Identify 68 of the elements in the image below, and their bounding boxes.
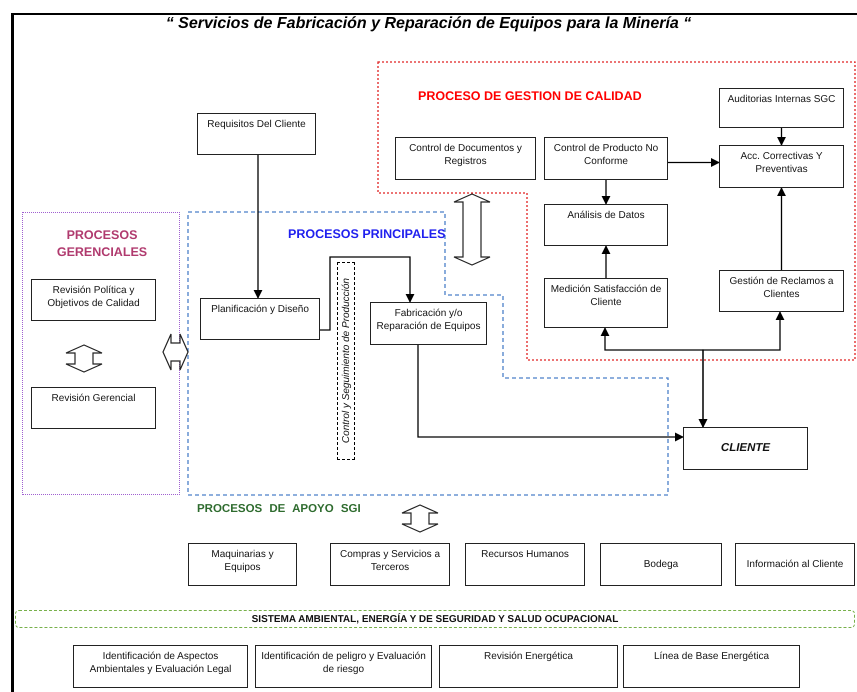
process-group-area: [22, 212, 180, 495]
system-band: [15, 610, 855, 628]
process-box: [735, 543, 855, 586]
process-box: [31, 387, 156, 429]
process-box: [188, 543, 297, 586]
arrow: [668, 158, 720, 167]
band-label: SISTEMA AMBIENTAL, ENERGÍA Y DE SEGURIDAD Y SALUD OCUPACIONAL: [252, 612, 618, 626]
process-box: [439, 645, 618, 688]
process-box: [73, 645, 248, 688]
process-box: [395, 137, 536, 180]
box-label: Recursos Humanos: [481, 548, 569, 561]
box-label: Fabricación y/o Reparación de Equipos: [376, 307, 482, 333]
arrow: [602, 180, 610, 205]
box-label: Identificación de peligro y Evaluación de riesgo: [260, 650, 427, 676]
process-box: [544, 204, 668, 246]
box-label: Análisis de Datos: [567, 209, 645, 222]
process-box: [600, 543, 722, 586]
process-box: [465, 543, 585, 586]
double-block-arrow: [65, 344, 103, 373]
process-box: [337, 262, 355, 460]
box-label: Requisitos Del Cliente: [207, 118, 306, 131]
arrow: [777, 187, 786, 270]
group-heading: PROCESOS PRINCIPALES: [288, 226, 446, 243]
box-label: Revisión Energética: [484, 650, 573, 663]
process-box: [197, 113, 316, 155]
process-box: [255, 645, 432, 688]
box-label: Revisión Política y Objetivos de Calidad: [46, 284, 141, 310]
process-box: [719, 270, 844, 312]
process-box: [330, 543, 450, 586]
box-label: Bodega: [644, 558, 678, 571]
process-box: [719, 88, 844, 128]
box-label: Revisión Gerencial: [52, 392, 136, 405]
arrow: [777, 128, 786, 146]
box-label: Línea de Base Energética: [654, 650, 770, 663]
box-label: Planificación y Diseño: [211, 303, 309, 316]
box-label: Información al Cliente: [746, 558, 844, 571]
box-label: Control de Producto No Conforme: [552, 142, 660, 168]
box-label: Gestión de Reclamos a Clientes: [728, 275, 834, 301]
box-label: Acc. Correctivas Y Preventivas: [739, 150, 824, 176]
arrow: [602, 245, 610, 278]
process-box: [370, 302, 487, 345]
double-block-arrow: [401, 504, 439, 533]
diagram-title: “ Servicios de Fabricación y Reparación de Equipos para la Minería “: [166, 15, 692, 32]
process-box: [31, 279, 156, 321]
box-label: Medición Satisfacción de Cliente: [550, 283, 662, 309]
box-label: CLIENTE: [720, 441, 770, 456]
process-box: [200, 298, 320, 340]
process-box: [719, 145, 844, 188]
arrow: [254, 155, 262, 299]
process-box: [544, 278, 668, 328]
box-label: Maquinarias y Equipos: [210, 548, 275, 574]
group-heading: PROCESO DE GESTION DE CALIDAD: [418, 88, 643, 105]
group-heading: PROCESOS GERENCIALES: [56, 227, 148, 261]
process-group-area: [188, 212, 668, 495]
arrow: [320, 256, 414, 331]
arrow: [417, 345, 684, 442]
box-label: Identificación de Aspectos Ambientales y Evaluación Legal: [88, 650, 232, 676]
double-block-arrow: [453, 193, 491, 266]
box-label: Compras y Servicios a Terceros: [338, 548, 442, 574]
process-box: [623, 645, 800, 688]
box-label: Auditorias Internas SGC: [728, 93, 836, 106]
box-label: Control de Documentos y Registros: [408, 142, 523, 168]
client-box: [683, 427, 808, 470]
double-block-arrow: [162, 333, 189, 371]
process-box: [544, 137, 668, 180]
arrow: [698, 311, 784, 428]
section-heading: PROCESOS DE APOYO SGI: [197, 503, 361, 515]
box-label: Control y Seguimiento de Producción: [340, 278, 352, 444]
